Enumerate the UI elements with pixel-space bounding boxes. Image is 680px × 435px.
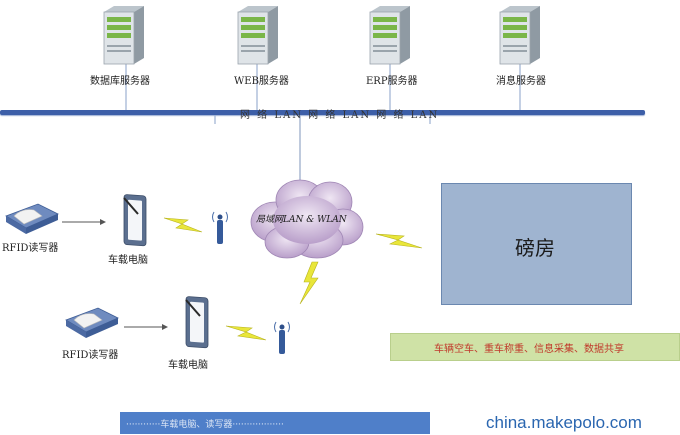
- cloud-icon: [250, 179, 364, 259]
- wireless-lightning-icon: [375, 233, 423, 249]
- device-banner-text: ············车载电脑、读写器··················: [126, 420, 284, 430]
- antenna-icon: [212, 211, 228, 244]
- vehicle-computer-icon: [185, 296, 209, 349]
- server-icon: [499, 6, 540, 65]
- antenna-icon: [274, 321, 290, 354]
- server-icon: [103, 6, 144, 65]
- server-label-erp: ERP服务器: [366, 76, 418, 87]
- rfid-reader-label-2: RFID读写器: [62, 350, 119, 361]
- server-label-web: WEB服务器: [234, 76, 289, 87]
- network-bus: [0, 110, 645, 115]
- device-banner: [120, 412, 430, 434]
- message-server[interactable]: [492, 4, 542, 68]
- watermark-text: china.makepolo.com: [486, 413, 642, 432]
- weigh-room-box[interactable]: [441, 183, 632, 305]
- server-icon: [369, 6, 410, 65]
- rfid-reader-label-1: RFID读写器: [2, 243, 59, 254]
- database-server[interactable]: [96, 4, 146, 68]
- cloud-label: 局域网LAN & WLAN: [256, 215, 347, 225]
- web-server[interactable]: [230, 4, 280, 68]
- vehicle-computer-icon: [123, 194, 147, 247]
- feature-banner-text: 车辆空车、重车称重、信息采集、数据共享: [434, 344, 624, 355]
- erp-server[interactable]: [362, 4, 412, 68]
- vehicle-computer-label-1: 车载电脑: [108, 255, 148, 266]
- rfid-reader-icon: [65, 307, 119, 338]
- feature-banner: [390, 333, 680, 361]
- wireless-lightning-icon: [299, 261, 319, 305]
- server-label-message: 消息服务器: [496, 76, 546, 87]
- weigh-room-label: 磅房: [515, 236, 555, 260]
- server-label-database: 数据库服务器: [90, 76, 150, 87]
- rfid-reader-icon: [5, 203, 59, 234]
- lan-label: 网 络 LAN 网 络 LAN 网 络 LAN: [240, 110, 440, 121]
- wireless-lightning-icon: [225, 325, 267, 341]
- wireless-lightning-icon: [163, 217, 203, 233]
- lan-wlan-cloud[interactable]: [245, 172, 365, 268]
- server-icon: [237, 6, 278, 65]
- vehicle-computer-label-2: 车载电脑: [168, 360, 208, 371]
